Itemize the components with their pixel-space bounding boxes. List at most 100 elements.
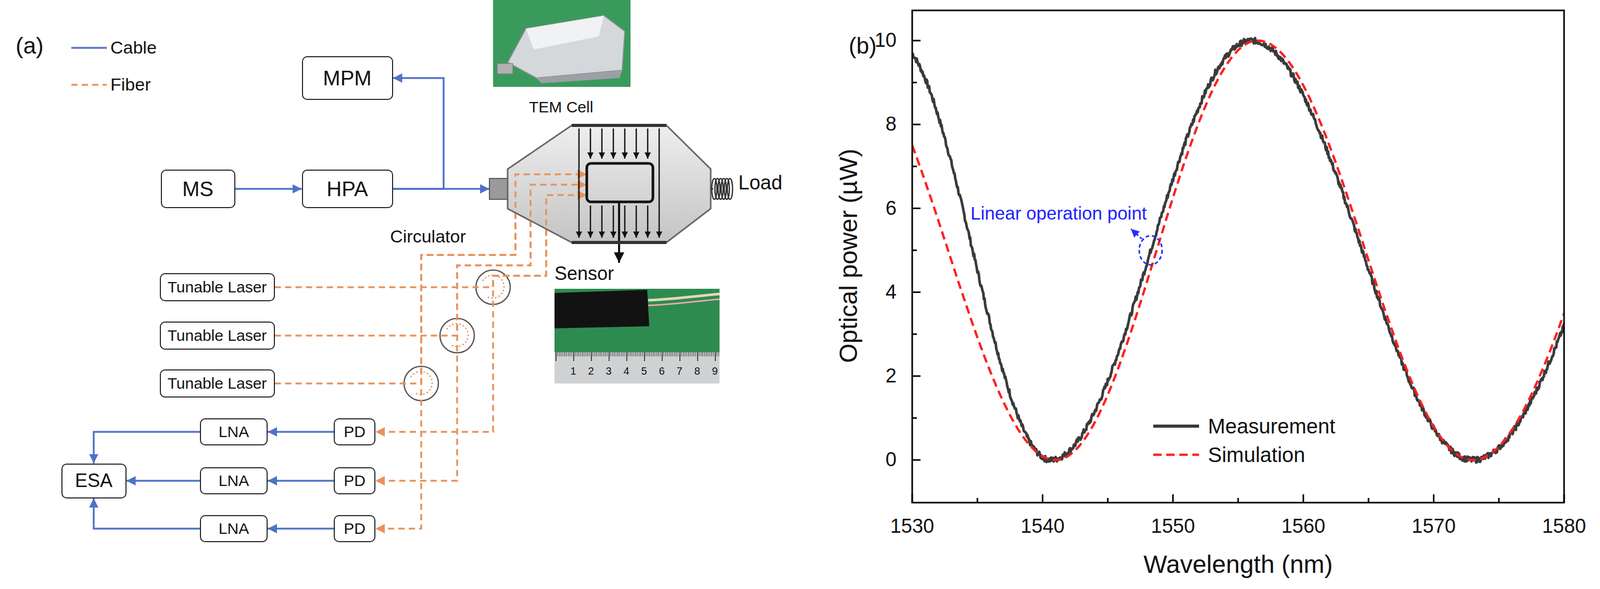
cable-connector bbox=[93, 432, 200, 464]
laser-box: Tunable Laser bbox=[159, 369, 275, 398]
axis-tick bbox=[912, 207, 921, 210]
axis-tick bbox=[912, 291, 921, 294]
fiber-connector bbox=[274, 195, 588, 288]
tem-cell-outline-part bbox=[624, 205, 626, 238]
axis-ticks bbox=[912, 40, 1565, 503]
detector-box: PD bbox=[333, 515, 376, 543]
tem-cell-outline-part bbox=[624, 128, 626, 159]
part-label: Circulator bbox=[389, 226, 466, 247]
tem-cell-outline-part bbox=[647, 128, 649, 159]
axis-tick bbox=[912, 375, 921, 377]
node-label: Tunable Laser bbox=[167, 278, 268, 297]
cable-connector bbox=[267, 431, 334, 434]
node-label: TEM Cell bbox=[528, 98, 594, 117]
tick-label: 4 bbox=[885, 281, 897, 305]
annotation: Linear operation point bbox=[968, 203, 1149, 224]
tem-cell-photo-part bbox=[493, 0, 631, 87]
node-label: LNA bbox=[218, 423, 249, 442]
node-label: PD bbox=[343, 423, 366, 442]
ruler-number: 8 bbox=[694, 365, 700, 378]
legend-text: Cable bbox=[110, 37, 157, 58]
annotation-arrow bbox=[1130, 229, 1142, 239]
legend-sample-part bbox=[1153, 424, 1200, 428]
tick-label: 1570 bbox=[1411, 515, 1456, 539]
tem-cell-outline-part bbox=[612, 128, 615, 159]
fiber-connector bbox=[375, 229, 547, 433]
node-label: MPM bbox=[322, 66, 372, 91]
amplifier-box: LNA bbox=[199, 418, 268, 446]
tem-cell: TEM Cell bbox=[489, 96, 735, 243]
fiber-connector bbox=[375, 212, 516, 529]
tem-cell-outline-part bbox=[635, 128, 638, 159]
axis-tick bbox=[912, 123, 921, 126]
panel-letter: (b) bbox=[848, 32, 877, 60]
simulation-curve bbox=[912, 40, 1565, 461]
tick-label: 8 bbox=[885, 112, 897, 136]
tick-label: 0 bbox=[885, 448, 897, 472]
node-label: Sensor bbox=[554, 262, 614, 285]
tem-cell-outline-part bbox=[586, 163, 653, 203]
node-label: ESA bbox=[74, 470, 113, 492]
arrow-connector bbox=[618, 202, 621, 263]
sensor-photo-image-part bbox=[648, 299, 720, 306]
node-label: LNA bbox=[218, 472, 249, 491]
analyzer-box: ESA bbox=[61, 463, 127, 499]
node-label: LNA bbox=[218, 520, 249, 539]
cable-connector bbox=[93, 498, 200, 530]
tick-label: 2 bbox=[885, 364, 897, 388]
legend-text: Fiber bbox=[110, 74, 151, 95]
tem-cell-outline-part bbox=[578, 128, 581, 238]
panel-letter: (a) bbox=[15, 32, 44, 60]
tem-cell-outline-part bbox=[571, 123, 667, 128]
ruler-number: 4 bbox=[623, 365, 629, 378]
legend-sample-part bbox=[1153, 454, 1200, 457]
sensor-photo-image-part bbox=[648, 294, 720, 301]
tem-cell-outline bbox=[489, 96, 735, 243]
tem-cell-outline-part bbox=[647, 205, 649, 238]
axis-tick bbox=[1302, 494, 1305, 503]
tem-cell-outline-part bbox=[571, 241, 667, 245]
amplifier-box: HPA bbox=[301, 169, 394, 209]
detector-box: PD bbox=[333, 467, 376, 495]
instrument-box: MPM bbox=[301, 56, 394, 100]
legend-text: Measurement bbox=[1207, 414, 1336, 439]
legend-entry: Simulation bbox=[1207, 443, 1306, 468]
sensor-photo-image-part bbox=[554, 352, 720, 384]
tem-cell-fill bbox=[507, 125, 711, 243]
fiber-connector bbox=[375, 220, 531, 482]
laser-box: Tunable Laser bbox=[159, 321, 275, 350]
ruler-number: 6 bbox=[658, 365, 665, 378]
legend-sample bbox=[71, 47, 1200, 456]
legend-sample-part bbox=[71, 83, 107, 86]
tem-cell-photo-part bbox=[497, 63, 513, 74]
tem-cell-outline-part bbox=[489, 178, 508, 200]
tem-cell-photo-part bbox=[536, 70, 623, 84]
cable-connector bbox=[393, 78, 445, 190]
tick-label: 1530 bbox=[890, 515, 935, 539]
ruler-number: 3 bbox=[605, 365, 612, 378]
ruler-number: 2 bbox=[587, 365, 594, 378]
detector-box: PD bbox=[333, 418, 376, 446]
plot-frame bbox=[912, 10, 1565, 503]
axis-tick bbox=[912, 40, 921, 42]
amplifier-box: LNA bbox=[199, 467, 268, 495]
cable-connector bbox=[267, 527, 334, 531]
node-label: Tunable Laser bbox=[167, 326, 268, 346]
ruler-number: 9 bbox=[711, 365, 718, 378]
ruler-number: 7 bbox=[676, 365, 683, 378]
node-label: PD bbox=[343, 520, 366, 539]
legend-entry: Fiber bbox=[110, 74, 151, 95]
axis-tick bbox=[1432, 494, 1435, 503]
legend-text: Simulation bbox=[1207, 443, 1306, 468]
tick-label: 1550 bbox=[1151, 515, 1196, 539]
tick-label: 6 bbox=[885, 197, 897, 221]
node-label: MS bbox=[182, 177, 214, 201]
amplifier-box: LNA bbox=[199, 515, 268, 543]
axis-title: Optical power (µW) bbox=[834, 148, 863, 364]
cable-connector bbox=[267, 480, 334, 483]
node-label: HPA bbox=[326, 177, 368, 201]
sensor-photo-image-part bbox=[554, 288, 720, 384]
tem-cell-outline-part bbox=[658, 128, 661, 238]
cable-connector bbox=[235, 187, 302, 191]
